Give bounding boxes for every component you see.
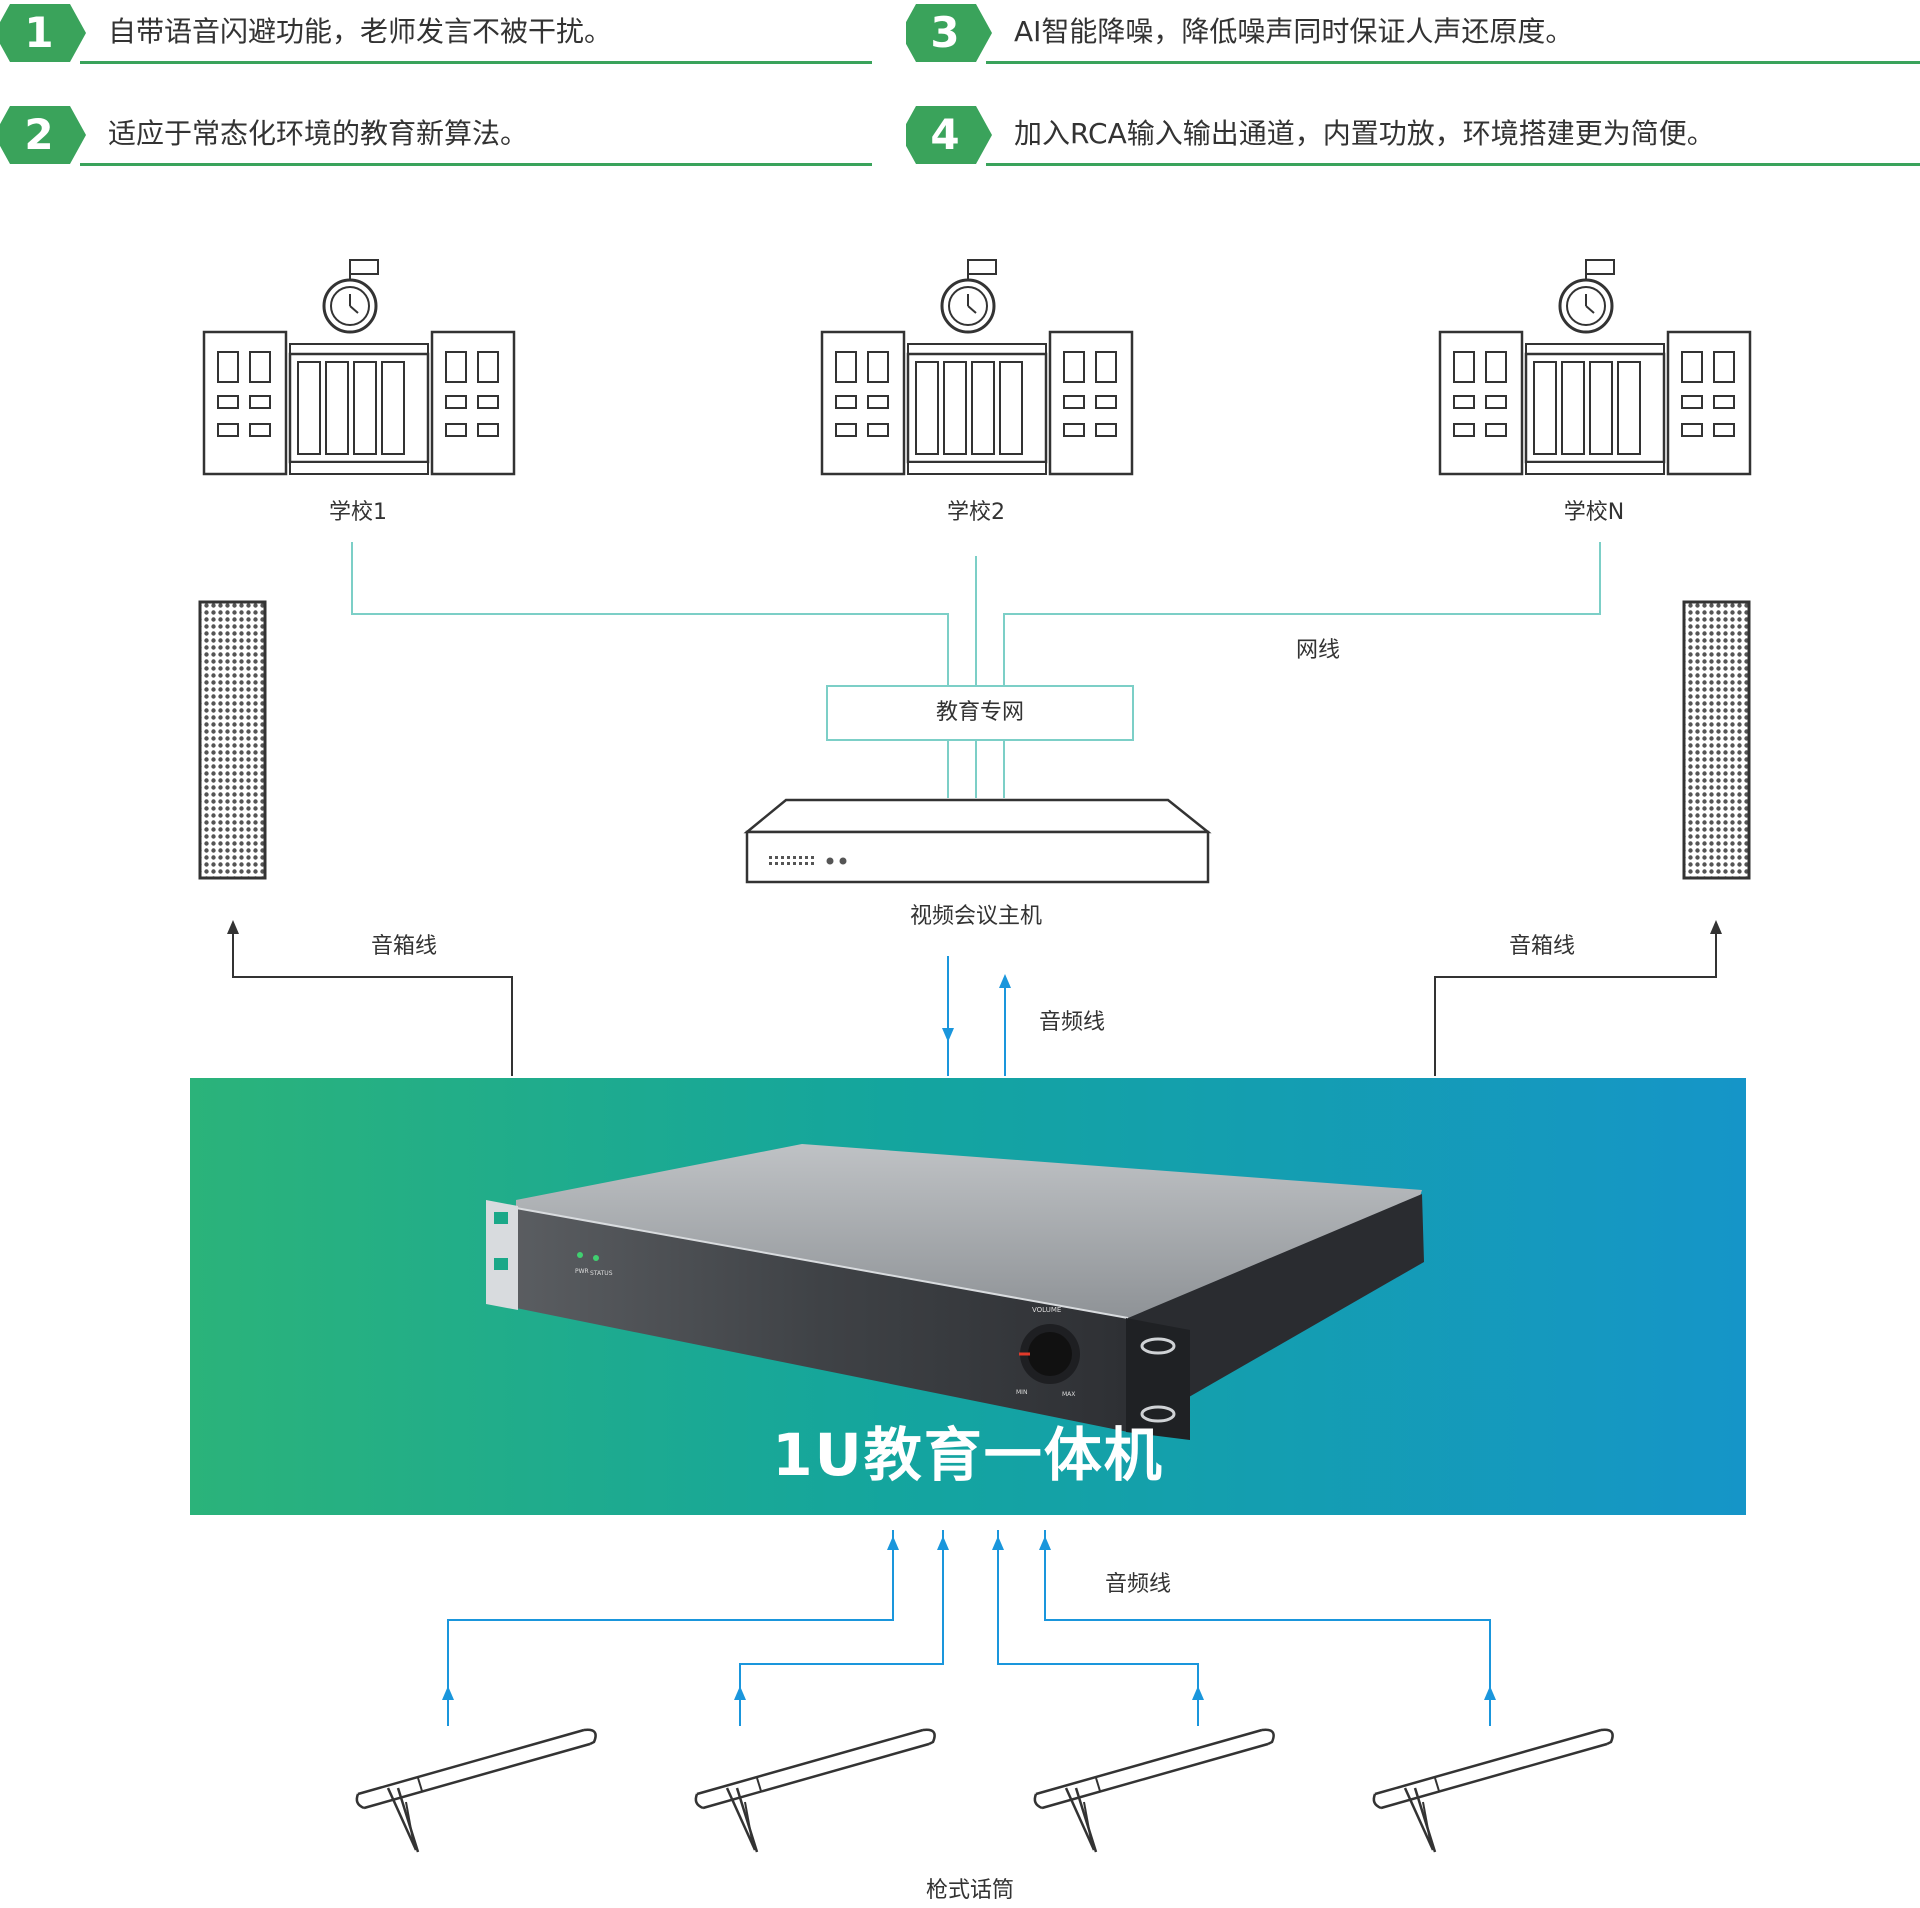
audio-cables-bottom <box>447 1530 1491 1726</box>
badge-hexagon-icon <box>906 106 992 164</box>
microphone-icon <box>1372 1728 1614 1854</box>
feature-number: 1 <box>24 8 54 57</box>
microphone-icon <box>1033 1728 1275 1854</box>
arrow-up-icon <box>1710 920 1722 934</box>
arrow-up-icon <box>227 920 239 934</box>
led-label: PWR <box>575 1268 589 1275</box>
network-lines <box>351 542 1601 798</box>
network-cable-label: 网线 <box>1295 638 1341 663</box>
school-label: 学校2 <box>947 500 1005 525</box>
feature-number: 4 <box>930 110 960 159</box>
knob-label: VOLUME <box>1032 1306 1061 1314</box>
speaker-cables <box>232 932 1717 1076</box>
divider <box>80 61 872 64</box>
product-panel: PWR STATUS VOLUME MIN MAX 1U教育一体机 <box>190 1078 1746 1515</box>
school-1-icon <box>202 258 516 476</box>
audio-cable-label: 音频线 <box>1104 1572 1172 1597</box>
school-2-icon <box>820 258 1134 476</box>
arrow-down-icon <box>942 1028 954 1042</box>
divider <box>80 163 872 166</box>
divider <box>986 61 1920 64</box>
audio-cables-top <box>947 956 1006 1076</box>
feature-3: 3 AI智能降噪，降低噪声同时保证人声还原度。 <box>906 0 1920 66</box>
speaker-cable-label: 音箱线 <box>1508 934 1576 959</box>
video-host-label: 视频会议主机 <box>909 904 1043 929</box>
product-title: 1U教育一体机 <box>772 1421 1164 1489</box>
feature-text: 适应于常态化环境的教育新算法。 <box>108 117 529 150</box>
divider <box>986 163 1920 166</box>
badge-hexagon-icon <box>0 4 86 62</box>
mic-arrows <box>442 1536 1496 1700</box>
knob-max: MAX <box>1062 1391 1075 1398</box>
school-label: 学校1 <box>329 500 387 525</box>
microphones-label: 枪式话筒 <box>925 1878 1015 1903</box>
feature-text: 加入RCA输入输出通道，内置功放，环境搭建更为简便。 <box>1014 117 1715 150</box>
video-host-device <box>743 798 1212 884</box>
speaker-left-icon <box>198 600 267 880</box>
rack-unit-illustration: PWR STATUS VOLUME MIN MAX <box>486 1144 1424 1440</box>
volume-knob-icon <box>1019 1324 1080 1384</box>
arrow-up-icon <box>999 974 1011 988</box>
feature-number: 2 <box>24 110 54 159</box>
feature-text: AI智能降噪，降低噪声同时保证人声还原度。 <box>1014 15 1574 48</box>
feature-1: 1 自带语音闪避功能，老师发言不被干扰。 <box>0 0 872 66</box>
speaker-right-icon <box>1682 600 1751 880</box>
microphone-icon <box>355 1728 597 1854</box>
badge-hexagon-icon <box>0 106 86 164</box>
knob-min: MIN <box>1016 1389 1027 1396</box>
school-label: 学校N <box>1563 500 1625 525</box>
feature-text: 自带语音闪避功能，老师发言不被干扰。 <box>108 15 613 48</box>
feature-2: 2 适应于常态化环境的教育新算法。 <box>0 102 872 168</box>
feature-4: 4 加入RCA输入输出通道，内置功放，环境搭建更为简便。 <box>906 102 1920 168</box>
edu-network-box: 教育专网 <box>826 685 1134 741</box>
school-n-icon <box>1438 258 1752 476</box>
speaker-cable-label: 音箱线 <box>370 934 438 959</box>
audio-cable-label: 音频线 <box>1038 1010 1106 1035</box>
badge-hexagon-icon <box>906 4 992 62</box>
feature-number: 3 <box>930 8 960 57</box>
led-label: STATUS <box>590 1270 613 1277</box>
microphone-icon <box>694 1728 936 1854</box>
